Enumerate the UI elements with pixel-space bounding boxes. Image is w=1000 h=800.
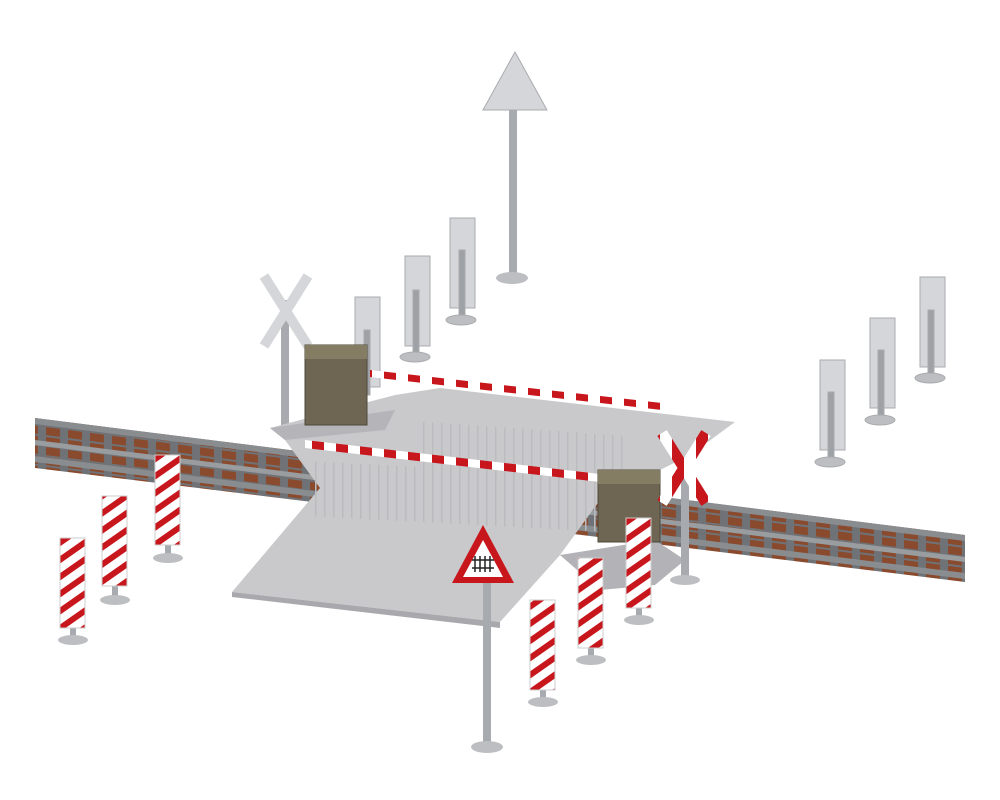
railway-crossing-warning-sign	[452, 525, 514, 753]
st-andrews-cross-right	[657, 430, 711, 585]
plate-sign	[445, 217, 477, 326]
fence-back	[420, 421, 625, 486]
triangle-sign-back	[482, 50, 548, 284]
striped-beacon	[153, 454, 183, 563]
striped-beacon	[58, 537, 88, 645]
plate-sign	[814, 359, 846, 468]
railway-fence-icon	[472, 556, 494, 572]
striped-beacon	[100, 495, 130, 605]
plate-sign	[864, 317, 896, 426]
barrier-gate-back[interactable]	[304, 344, 662, 426]
striped-beacon	[624, 517, 654, 625]
plate-sign	[914, 276, 946, 384]
striped-beacons	[58, 454, 654, 707]
striped-beacon	[576, 557, 606, 665]
striped-beacon	[528, 599, 558, 707]
st-andrews-cross-left	[259, 273, 313, 430]
plate-sign	[399, 255, 431, 363]
fence-front	[315, 461, 600, 532]
